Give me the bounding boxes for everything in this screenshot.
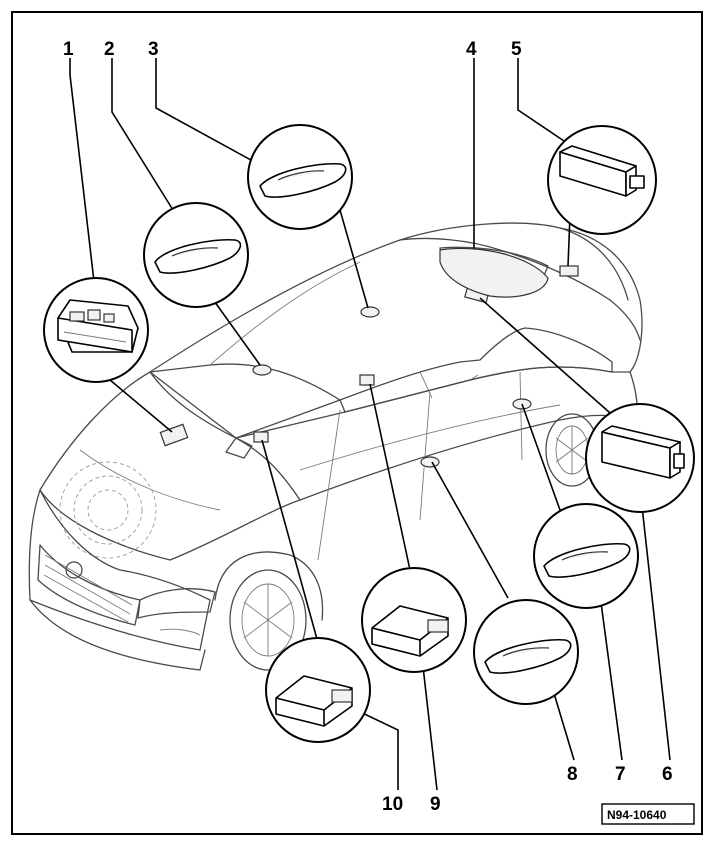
leader-2: [111, 58, 179, 219]
leader-6-part: [479, 297, 619, 421]
callout-3: 3: [148, 39, 159, 60]
magnifier-antenna-interior-rear: [361, 567, 467, 673]
callout-4: 4: [466, 39, 477, 60]
magnifier-antenna-rear: [547, 125, 657, 235]
callout-labels: 1 2 3 4 5 6 7 8 9 10: [63, 39, 673, 815]
figure-reference: N94-10640: [601, 803, 695, 825]
magnifier-door-handle-rear-left: [473, 599, 579, 705]
leader-6: [637, 469, 671, 761]
callout-7: 7: [615, 764, 626, 785]
roof-antenna-strip: [439, 247, 549, 298]
leader-3: [155, 58, 261, 166]
callout-8: 8: [567, 764, 578, 785]
figure-reference-text: N94-10640: [607, 808, 667, 822]
leader-1: [69, 58, 96, 291]
magnifier-door-handle-rear: [247, 124, 353, 230]
callout-5: 5: [511, 39, 522, 60]
callout-10: 10: [382, 794, 403, 815]
callout-2: 2: [104, 39, 115, 60]
magnifier-control-unit: [43, 277, 149, 383]
magnifier-antenna-interior-front: [265, 637, 371, 743]
diagram-frame: [11, 11, 703, 835]
callout-1: 1: [63, 39, 74, 60]
callout-6: 6: [662, 764, 673, 785]
callout-9: 9: [430, 794, 441, 815]
magnifier-antenna-trunk: [585, 403, 695, 513]
leader-8-part: [431, 461, 509, 599]
leader-10-part: [261, 439, 321, 651]
leader-9-part: [369, 383, 411, 571]
leader-7-part: [521, 403, 561, 511]
leader-1-part: [109, 379, 173, 433]
leader-5: [517, 58, 571, 146]
magnifier-door-handle-rear-right: [533, 503, 639, 609]
leader-2-part: [211, 297, 261, 366]
magnifier-door-handle-front-left: [143, 202, 249, 308]
leader-3-part: [339, 209, 369, 309]
